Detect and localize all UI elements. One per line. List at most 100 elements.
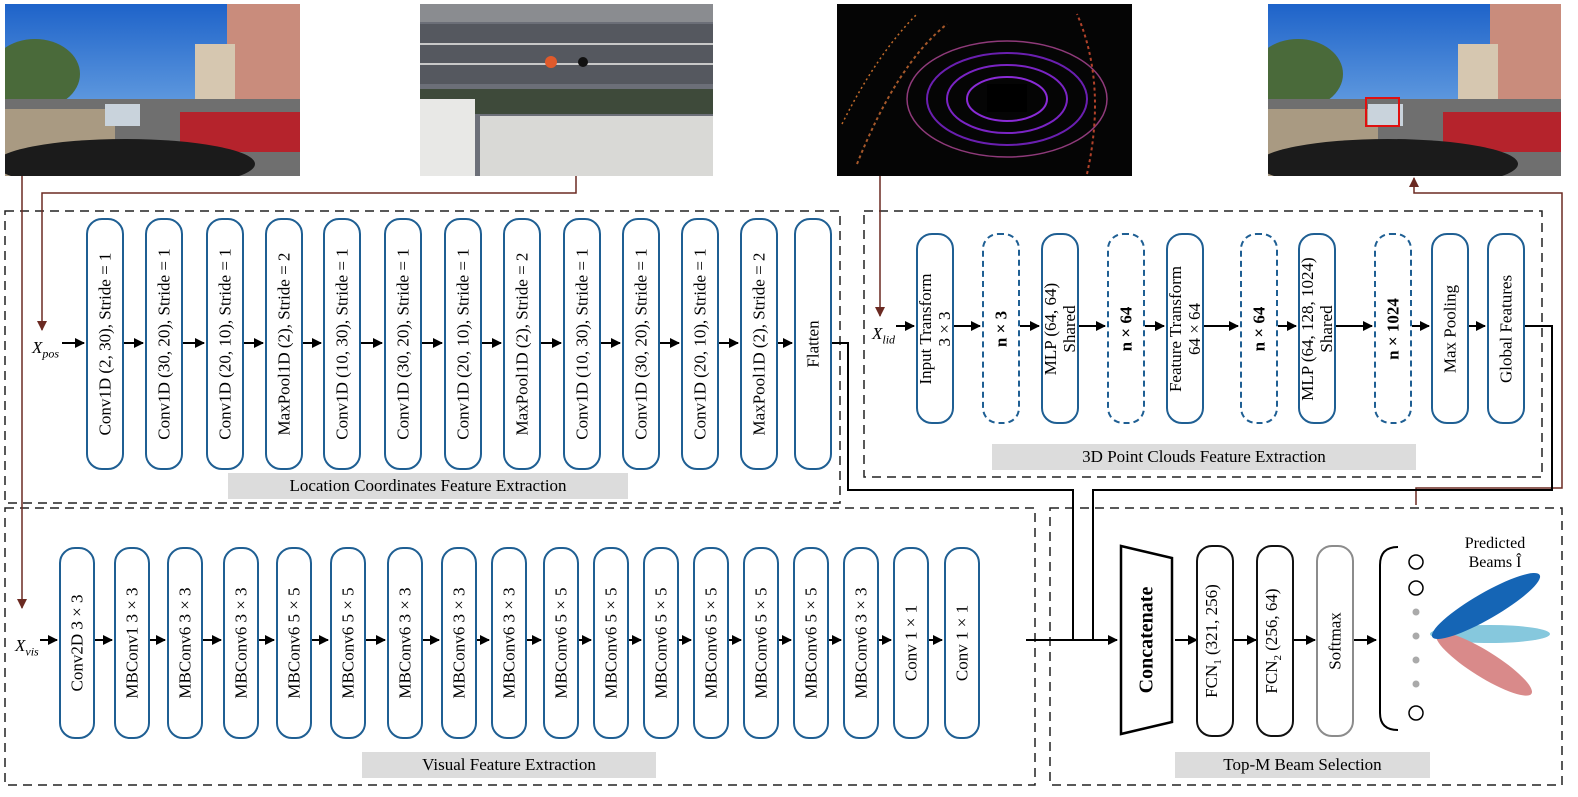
location-layer-9: Conv1D (10, 30), Stride = 1 — [563, 218, 601, 470]
visual-layer-15: MBConv6 5 × 5 — [793, 547, 829, 739]
visual-layer-label: Conv2D 3 × 3 — [67, 594, 87, 692]
location-layer-label: Conv1D (20, 10), Stride = 1 — [215, 248, 235, 440]
location-layer-6: Conv1D (30, 20), Stride = 1 — [384, 218, 422, 470]
location-layer-label: Conv1D (2, 30), Stride = 1 — [95, 252, 115, 436]
visual-layer-label: MBConv1 3 × 3 — [122, 587, 142, 699]
aerial-gps-image — [420, 4, 713, 176]
x-vis-label: Xvis — [15, 636, 39, 659]
beam-lobe-dark — [1431, 573, 1541, 639]
lidar-layer-label: MLP (64, 128, 1024)Shared — [1298, 256, 1336, 401]
lidar-layer-3: MLP (64, 64)Shared — [1041, 233, 1079, 424]
visual-layer-label: MBConv6 5 × 5 — [601, 587, 621, 699]
lidar-layer-label: MLP (64, 64)Shared — [1041, 282, 1079, 375]
visual-layer-label: MBConv6 3 × 3 — [499, 587, 519, 699]
location-layer-label: Conv1D (30, 20), Stride = 1 — [154, 248, 174, 440]
location-layer-12: MaxPool1D (2), Stride = 2 — [740, 218, 778, 470]
location-layer-label: MaxPool1D (2), Stride = 2 — [274, 252, 294, 436]
location-layer-4: MaxPool1D (2), Stride = 2 — [265, 218, 303, 470]
lidar-caption: 3D Point Clouds Feature Extraction — [992, 444, 1416, 470]
concatenate-label: Concatenate — [1135, 586, 1157, 694]
location-layer-11: Conv1D (20, 10), Stride = 1 — [681, 218, 719, 470]
concatenate-block — [1119, 544, 1174, 736]
lidar-layer-label: Global Features — [1496, 274, 1516, 383]
lidar-frame — [863, 210, 1543, 478]
visual-layer-label: MBConv6 5 × 5 — [701, 587, 721, 699]
visual-layer-label: MBConv6 5 × 5 — [801, 587, 821, 699]
visual-layer-8: MBConv6 3 × 3 — [441, 547, 477, 739]
beam-lobe-red — [1436, 632, 1532, 696]
output-bracket — [1379, 546, 1399, 731]
location-layer-1: Conv1D (2, 30), Stride = 1 — [86, 218, 124, 470]
lidar-layer-10: Global Features — [1487, 233, 1525, 424]
visual-layer-18: Conv 1 × 1 — [944, 547, 980, 739]
street-camera-detected-image — [1268, 4, 1561, 176]
visual-layer-label: Conv 1 × 1 — [901, 604, 921, 682]
location-layer-label: Flatten — [803, 320, 823, 368]
location-layer-8: MaxPool1D (2), Stride = 2 — [503, 218, 541, 470]
fcn2-block: FCN2 (256, 64) — [1256, 545, 1294, 737]
output-nodes — [1408, 554, 1424, 721]
visual-layer-label: MBConv6 5 × 5 — [338, 587, 358, 699]
street-camera-image — [5, 4, 300, 176]
location-layer-10: Conv1D (30, 20), Stride = 1 — [622, 218, 660, 470]
location-layer-label: Conv1D (20, 10), Stride = 1 — [690, 248, 710, 440]
visual-layer-label: MBConv6 5 × 5 — [284, 587, 304, 699]
beam-frame — [1049, 507, 1563, 786]
location-layer-label: MaxPool1D (2), Stride = 2 — [749, 252, 769, 436]
fcn2-label: FCN2 (256, 64) — [1261, 588, 1285, 694]
predicted-beams-label: Predicted Beams Î — [1464, 535, 1526, 571]
visual-layer-17: Conv 1 × 1 — [893, 547, 929, 739]
fcn1-label: FCN1 (321, 256) — [1201, 584, 1225, 698]
lidar-layer-4: n × 64 — [1107, 233, 1145, 424]
visual-layer-5: MBConv6 5 × 5 — [276, 547, 312, 739]
lidar-layer-8: n × 1024 — [1374, 233, 1412, 424]
location-layer-2: Conv1D (30, 20), Stride = 1 — [145, 218, 183, 470]
visual-layer-6: MBConv6 5 × 5 — [330, 547, 366, 739]
visual-layer-4: MBConv6 3 × 3 — [223, 547, 259, 739]
location-layer-7: Conv1D (20, 10), Stride = 1 — [444, 218, 482, 470]
location-layer-label: Conv1D (10, 30), Stride = 1 — [572, 248, 592, 440]
lidar-layer-6: n × 64 — [1240, 233, 1278, 424]
lidar-layer-label: Max Pooling — [1440, 284, 1460, 373]
visual-layer-1: Conv2D 3 × 3 — [59, 547, 95, 739]
lidar-layer-2: n × 3 — [982, 233, 1020, 424]
visual-layer-label: MBConv6 5 × 5 — [651, 587, 671, 699]
location-layer-label: Conv1D (30, 20), Stride = 1 — [393, 248, 413, 440]
visual-layer-12: MBConv6 5 × 5 — [643, 547, 679, 739]
visual-layer-9: MBConv6 3 × 3 — [491, 547, 527, 739]
visual-layer-7: MBConv6 3 × 3 — [387, 547, 423, 739]
visual-layer-2: MBConv1 3 × 3 — [114, 547, 150, 739]
x-pos-label: Xpos — [32, 338, 60, 361]
location-layer-label: MaxPool1D (2), Stride = 2 — [512, 252, 532, 436]
visual-layer-label: MBConv6 3 × 3 — [175, 587, 195, 699]
visual-layer-13: MBConv6 5 × 5 — [693, 547, 729, 739]
visual-layer-label: MBConv6 3 × 3 — [851, 587, 871, 699]
visual-layer-label: MBConv6 5 × 5 — [551, 587, 571, 699]
location-layer-label: Conv1D (30, 20), Stride = 1 — [631, 248, 651, 440]
location-layer-label: Conv1D (10, 30), Stride = 1 — [332, 248, 352, 440]
location-layer-5: Conv1D (10, 30), Stride = 1 — [323, 218, 361, 470]
visual-layer-11: MBConv6 5 × 5 — [593, 547, 629, 739]
visual-layer-label: Conv 1 × 1 — [952, 604, 972, 682]
softmax-label: Softmax — [1325, 612, 1345, 670]
softmax-block: Softmax — [1316, 545, 1354, 737]
location-frame — [4, 210, 841, 504]
lidar-layer-label: n × 64 — [1116, 306, 1136, 351]
fcn1-block: FCN1 (321, 256) — [1196, 545, 1234, 737]
visual-layer-14: MBConv6 5 × 5 — [743, 547, 779, 739]
visual-layer-3: MBConv6 3 × 3 — [167, 547, 203, 739]
visual-layer-10: MBConv6 5 × 5 — [543, 547, 579, 739]
location-layer-3: Conv1D (20, 10), Stride = 1 — [206, 218, 244, 470]
visual-layer-label: MBConv6 5 × 5 — [751, 587, 771, 699]
lidar-layer-7: MLP (64, 128, 1024)Shared — [1298, 233, 1336, 424]
visual-layer-label: MBConv6 3 × 3 — [395, 587, 415, 699]
lidar-layer-label: n × 3 — [991, 310, 1011, 347]
visual-frame — [4, 507, 1036, 786]
concatenate-label-wrap: Concatenate — [1119, 544, 1174, 736]
lidar-point-cloud-image — [837, 4, 1132, 176]
